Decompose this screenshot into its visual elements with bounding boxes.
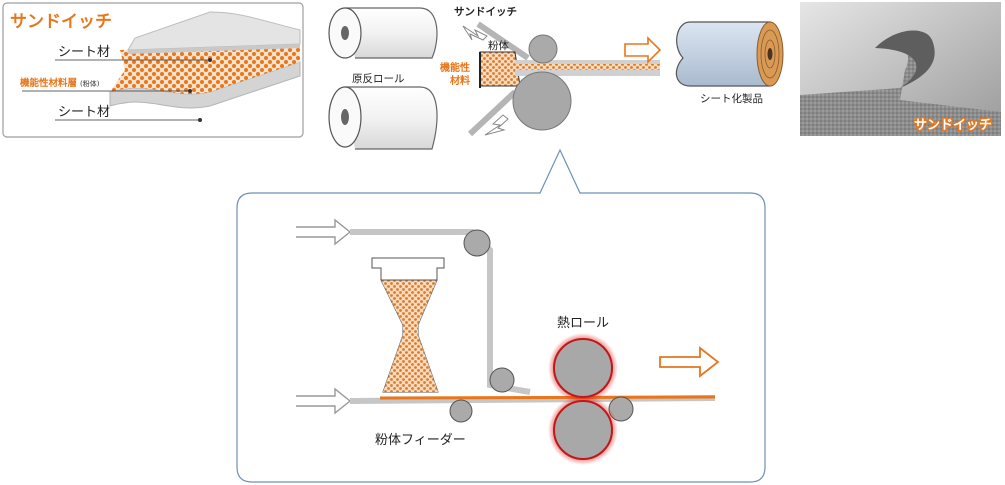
raw-roll-label: 原反ロール [352,73,405,85]
sheet-top-label: シート材 [58,45,110,60]
bottom-sheet-feed [467,89,518,137]
feeder-powder [381,280,438,392]
heat-rolls [548,333,618,465]
leader-dot-bottom [198,118,202,122]
functional-material-line2: 材料 [450,74,470,87]
guide-roller-bottom [449,399,473,423]
output-arrow [624,36,662,64]
raw-roll-top [328,7,438,59]
product-roll [675,21,784,87]
bottom-feed-arrow [484,114,509,136]
heat-roll-label: 熱ロール [557,316,609,331]
raw-roll-bottom [328,86,438,150]
detail-callout: 熱ロール 粉体フィーダー [236,148,766,483]
functional-layer-sub: (粉体) [80,79,100,88]
product-label: シート化製品 [700,92,763,105]
detail-output-arrow [659,346,720,378]
functional-material-line1: 機能性 [440,61,470,74]
sandwich-structure-panel: サンドイッチ シート材 機能性材料層 (粉体) シート材 [2,2,304,138]
functional-layer [110,44,300,94]
guide-roller-middle [489,367,515,393]
leader-dot-top [208,58,212,62]
large-bottom-roller [512,71,572,131]
powder-feeder [371,257,445,393]
sheet-bottom-label: シート材 [58,105,110,120]
functional-layer-label: 機能性材料層 [20,77,77,89]
leader-dot-middle [188,89,192,93]
powder-layer-line [379,395,716,400]
top-sheet-edge [128,44,300,54]
guide-roller-top [463,229,491,257]
output-functional-layer [515,64,660,70]
powder-hopper [479,51,521,87]
photo-caption: サンドイッチ [914,118,992,133]
sandwich-title: サンドイッチ [10,12,112,32]
small-top-roller [528,34,558,64]
top-feed-arrow [462,25,488,41]
top-sheet-feed [476,21,530,61]
felt-sheet [800,30,1001,136]
heat-roll-bottom [553,400,613,460]
callout-border [236,148,766,483]
powder-label: 粉体 [488,39,509,52]
sandwich-process-label: サンドイッチ [454,6,517,18]
powder-feeder-label: 粉体フィーダー [375,433,466,448]
felt-curl-shadow [875,30,935,88]
process-overview: 原反ロール サンドイッチ 粉 [328,6,784,150]
product-photo: サンドイッチ [800,2,1001,136]
heat-roll-top [553,338,613,398]
top-sheet-layer [127,11,301,51]
